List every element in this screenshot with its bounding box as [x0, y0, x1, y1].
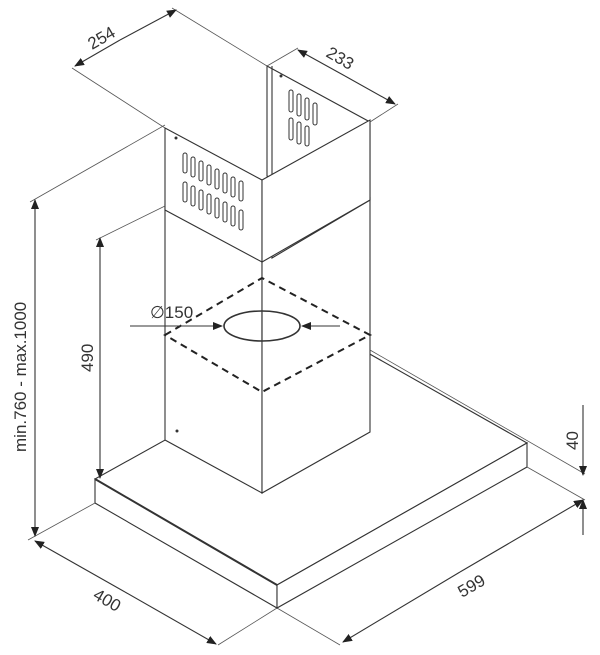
dim-chimney-depth: 233 [323, 43, 357, 74]
vent-slots-right [288, 89, 318, 147]
vent-slots-left [182, 152, 244, 231]
dimension-lines [31, 9, 587, 645]
duct-outlet [130, 276, 373, 394]
lower-chimney [164, 197, 371, 494]
dim-canopy-width: 599 [455, 571, 489, 602]
dim-duct-diameter: ∅150 [150, 303, 193, 322]
extension-lines [27, 7, 586, 646]
dim-chimney-width: 254 [85, 23, 119, 54]
dim-total-height: min.760 - max.1000 [11, 302, 30, 452]
dim-canopy-thickness: 40 [563, 431, 582, 450]
upper-chimney [164, 65, 371, 263]
dim-lower-chimney-height: 490 [78, 344, 97, 372]
dim-canopy-depth: 400 [90, 585, 124, 616]
